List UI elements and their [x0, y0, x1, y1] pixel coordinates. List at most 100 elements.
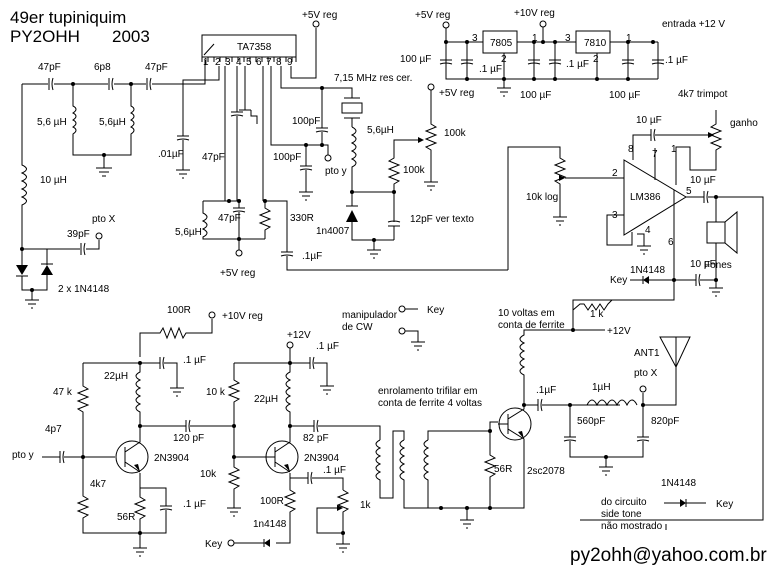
terminal-10v-reg[interactable] — [208, 311, 216, 319]
svg-text:4: 4 — [645, 225, 651, 236]
label-inductor: 5,6µH — [175, 227, 202, 238]
ground-icon — [497, 79, 511, 97]
svg-text:1: 1 — [626, 33, 632, 44]
title-line1: 49er tupiniquim — [10, 8, 126, 27]
terminal-5v-reg[interactable] — [442, 21, 450, 29]
inductor-5-6uh-osc — [350, 126, 357, 192]
antenna-icon — [659, 336, 691, 369]
label-10uh: 10 µH — [40, 175, 67, 186]
lm386-audio-amp: 10k log LM386 2 3 4 5 6 7 8 1 10 µF 4k7 … — [507, 89, 764, 521]
svg-text:3: 3 — [225, 57, 231, 68]
label-1n4148: 1n4148 — [253, 519, 287, 530]
email-address[interactable]: py2ohh@yahoo.com.br — [570, 545, 767, 566]
resistor-10k — [227, 363, 241, 457]
label-4p7: 4p7 — [45, 424, 62, 435]
terminal-10v-reg[interactable] — [539, 20, 547, 28]
label-47pf: 47pF — [202, 152, 225, 163]
ic-label-lm386: LM386 — [630, 192, 661, 203]
label-5v-reg: +5V reg — [439, 88, 474, 99]
speaker-icon — [706, 221, 726, 244]
potentiometer-10k-log — [507, 146, 567, 270]
label-5v-reg: +5V reg — [302, 10, 337, 21]
label-01uf: .01µF — [158, 149, 184, 160]
label-22uh: 22µH — [104, 371, 128, 382]
ground-icon — [133, 533, 147, 557]
label-key: Key — [205, 539, 222, 550]
label-10k: 10k — [200, 469, 217, 480]
label-1k: 1k — [360, 500, 372, 511]
label-gain: ganho — [730, 118, 758, 129]
regulator-7810: 7810 — [584, 38, 607, 49]
label-12pf: 12pF ver texto — [410, 214, 474, 225]
label-100pf: 100pF — [292, 116, 320, 127]
svg-text:2: 2 — [593, 54, 599, 65]
inductor-10uh — [20, 84, 27, 249]
label-1k: 1 k — [590, 309, 604, 320]
label-100r: 100R — [260, 496, 284, 507]
capacitor-120pf — [185, 419, 191, 433]
terminal-5v-reg[interactable] — [312, 20, 320, 28]
label-manipulador: manipulador — [342, 310, 398, 321]
diode-icon — [16, 265, 28, 275]
svg-text:4: 4 — [236, 57, 242, 68]
label-diodes: 2 x 1N4148 — [58, 284, 110, 295]
terminal-key[interactable] — [398, 305, 406, 313]
label-key: Key — [610, 275, 627, 286]
inductor-22uh — [135, 363, 142, 426]
label-1uh: 1µH — [592, 382, 611, 393]
label-1n4007: 1n4007 — [316, 226, 350, 237]
label-100uf: 100 µF — [609, 90, 640, 101]
svg-text:6: 6 — [668, 237, 674, 248]
capacitor-10uf — [650, 128, 656, 142]
label-56r: 56R — [117, 512, 135, 523]
label-100uf: 100 µF — [400, 54, 431, 65]
capacitor-10uf — [695, 273, 701, 287]
potentiometer-1k — [316, 489, 350, 534]
terminal-5v-reg[interactable] — [235, 249, 243, 257]
label-pto-x: pto X — [634, 368, 658, 379]
transistor-2n3904 — [115, 440, 149, 474]
label-inductor: 5,6 µH — [37, 117, 67, 128]
diode-icon-1n4148 — [643, 276, 649, 284]
label-01uf: .1 µF — [183, 355, 206, 366]
transformer-winding — [423, 421, 498, 508]
input-bandpass-filter: 47pF 6p8 47pF 5,6 µH 5,6µH 10 µH 39pF pt… — [16, 60, 206, 309]
transmitter-chain: 100R +10V reg .1 µF 22µH 120 pF 47 k 4p7… — [12, 305, 733, 557]
transformer-winding — [399, 439, 498, 509]
svg-text:6: 6 — [256, 57, 262, 68]
label-820pf: 820pF — [651, 416, 679, 427]
label-01uf: .1 µF — [665, 55, 688, 66]
resistor-330 — [258, 201, 272, 239]
diode-icon-1n4148 — [680, 499, 686, 507]
terminal-pto-x[interactable] — [95, 232, 103, 240]
terminal-12v[interactable] — [286, 341, 294, 349]
ground-icon — [25, 290, 39, 309]
capacitor-01uf — [307, 471, 313, 485]
ground-icon — [405, 330, 425, 351]
capacitor-47pf-b — [146, 77, 152, 91]
label-1uf: .1µF — [302, 251, 322, 262]
label-01uf: .1 µF — [323, 465, 346, 476]
svg-text:1: 1 — [532, 33, 538, 44]
ground-icon — [367, 240, 381, 259]
label-47pf: 47pF — [38, 62, 61, 73]
label-pto-x: pto X — [92, 214, 116, 225]
label-1n4148: 1N4148 — [661, 478, 696, 489]
terminal-ground[interactable] — [398, 327, 406, 335]
capacitor-10uf — [703, 190, 709, 204]
label-10k: 10 k — [206, 387, 226, 398]
svg-text:9: 9 — [287, 57, 293, 68]
terminal-5v-reg[interactable] — [427, 83, 435, 91]
ground-icon — [599, 457, 613, 476]
resistor-56r — [133, 488, 147, 533]
terminal-key[interactable] — [227, 539, 235, 547]
inductor-10-turns — [519, 329, 526, 405]
label-headphones: Fones — [704, 260, 732, 271]
label-10uf: 10 µF — [690, 259, 716, 270]
label-pto-y: pto y — [12, 450, 34, 461]
capacitor-47pf-a — [48, 77, 54, 91]
label-01uf: .1 µF — [316, 341, 339, 352]
terminal-pto-x[interactable] — [639, 385, 647, 393]
terminal-pto-y[interactable] — [324, 154, 332, 162]
label-cw: de CW — [342, 322, 373, 333]
